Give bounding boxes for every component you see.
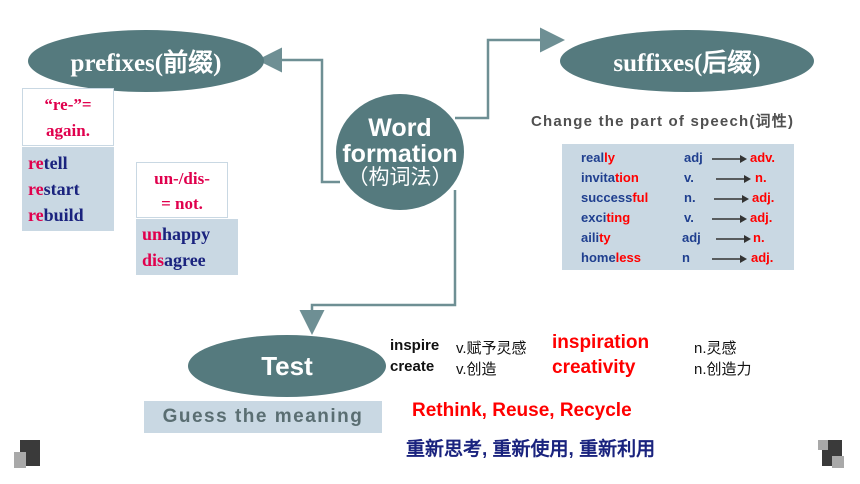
un-title-box: un-/dis- = not. (136, 162, 228, 218)
change-pos-text: Change the part of speech(词性) (531, 113, 795, 130)
arrow-right-icon (712, 215, 747, 223)
vocab-derived-2: creativity (552, 357, 636, 378)
corner-decoration-right (818, 440, 846, 470)
re-title-box: “re-”= again. (22, 88, 114, 146)
vocab-meaning-2: v.创造 (456, 361, 497, 378)
prefixes-label: prefixes(前缀) (70, 50, 222, 77)
test-label: Test (261, 350, 313, 381)
test-oval: Test (188, 335, 386, 397)
suffix-row: exciting v. adj. (581, 210, 773, 225)
un-title-line2: = not. (161, 194, 203, 213)
arrow-right-icon (712, 255, 747, 263)
suffix-row: successful n. adj. (581, 190, 775, 205)
un-word-1: unhappy (142, 224, 211, 244)
suffix-row: homeless n adj. (581, 250, 774, 265)
arrow-right-icon (716, 175, 751, 183)
re-title-line1: “re-”= (44, 95, 92, 114)
center-line1: Word (368, 113, 432, 142)
vocab-meaning-1: v.赋予灵感 (456, 340, 527, 357)
suffixes-oval: suffixes(后缀) (560, 30, 814, 92)
vocab-word-2: create (390, 358, 435, 375)
corner-decoration-left (14, 440, 42, 470)
arrow-right-icon (716, 235, 751, 243)
arrow-right-icon (712, 155, 747, 163)
suffixes-label: suffixes(后缀) (613, 50, 761, 77)
re-word-1: retell (28, 153, 68, 173)
un-word-2: disagree (142, 250, 206, 270)
slogan-english: Rethink, Reuse, Recycle (412, 400, 632, 421)
guess-meaning-text: Guess the meaning (162, 406, 364, 427)
suffix-row: really adj adv. (581, 150, 776, 165)
vocab-derived-1: inspiration (552, 332, 650, 353)
suffix-row: invitation v. n. (581, 170, 767, 185)
vocab-word-1: inspire (390, 337, 440, 354)
prefixes-oval: prefixes(前缀) (28, 30, 264, 92)
re-words-box: retell restart rebuild (22, 147, 114, 231)
word-formation-circle: Word formation （构词法） (336, 94, 464, 210)
un-words-box: unhappy disagree (136, 219, 238, 275)
suffix-row: aility adj n. (581, 230, 765, 245)
suffix-table: really adj adv. invitation v. n. success… (562, 144, 794, 270)
re-word-3: rebuild (28, 205, 84, 225)
arrow-right-icon (714, 195, 749, 203)
vocab-derived-meaning-1: n.灵感 (694, 340, 737, 357)
guess-meaning-box: Guess the meaning (144, 401, 382, 433)
center-line2: formation (342, 139, 458, 168)
vocab-derived-meaning-2: n.创造力 (694, 361, 752, 378)
re-word-2: restart (28, 179, 80, 199)
re-title-line2: again. (46, 121, 90, 140)
slogan-chinese: 重新思考, 重新使用, 重新利用 (406, 439, 656, 460)
center-line3: （构词法） (347, 166, 453, 190)
un-title-line1: un-/dis- (154, 169, 210, 188)
